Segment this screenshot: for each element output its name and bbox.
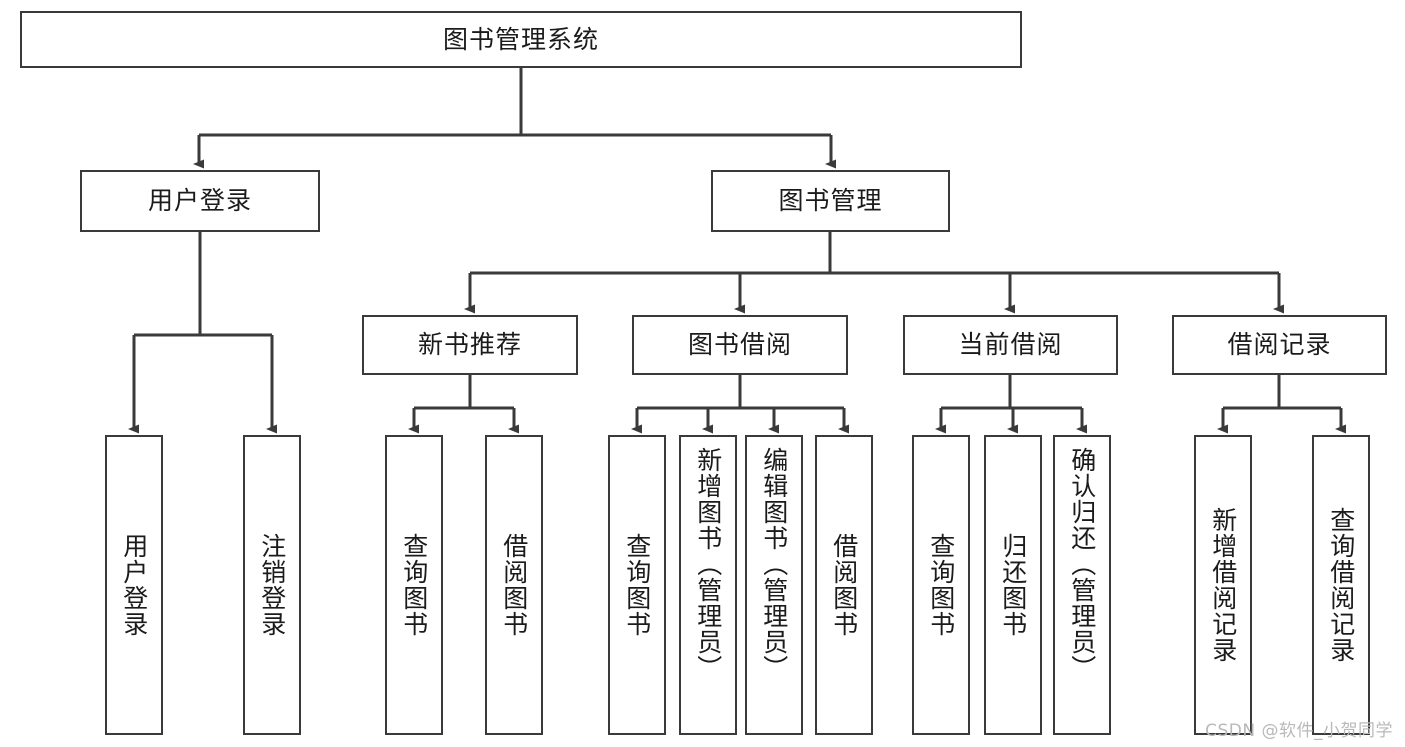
node-leaf-add-record-label: 新增借阅记录	[1208, 507, 1238, 663]
node-leaf-user-logout-label: 注销登录	[257, 533, 287, 637]
node-leaf-confirm-return-label: 确认归还（管理员）	[1067, 447, 1097, 681]
node-book-borrow[interactable]: 图书借阅	[632, 315, 848, 375]
node-leaf-user-logout[interactable]: 注销登录	[243, 435, 301, 735]
node-leaf-query-record-label: 查询借阅记录	[1326, 507, 1356, 663]
node-leaf-add-record[interactable]: 新增借阅记录	[1194, 435, 1252, 735]
node-leaf-user-login-label: 用户登录	[119, 533, 149, 637]
node-borrow-record[interactable]: 借阅记录	[1172, 315, 1387, 375]
node-leaf-borrow-book-1-label: 借阅图书	[499, 533, 529, 637]
node-leaf-borrow-book-2-label: 借阅图书	[829, 533, 859, 637]
node-leaf-return-book-label: 归还图书	[998, 533, 1028, 637]
node-leaf-add-book-label: 新增图书（管理员）	[693, 447, 723, 681]
node-leaf-return-book[interactable]: 归还图书	[984, 435, 1042, 735]
node-new-book-rec[interactable]: 新书推荐	[362, 315, 578, 375]
watermark-text: CSDN @软件_小贺同学	[1205, 721, 1393, 741]
node-leaf-query-record[interactable]: 查询借阅记录	[1312, 435, 1370, 735]
node-user-login[interactable]: 用户登录	[80, 170, 320, 232]
node-leaf-edit-book-label: 编辑图书（管理员）	[759, 447, 789, 681]
node-user-login-label: 用户登录	[147, 186, 252, 216]
node-current-borrow[interactable]: 当前借阅	[903, 315, 1118, 375]
node-book-borrow-label: 图书借阅	[687, 330, 792, 360]
node-leaf-edit-book[interactable]: 编辑图书（管理员）	[745, 435, 803, 735]
node-leaf-add-book[interactable]: 新增图书（管理员）	[679, 435, 737, 735]
node-new-book-rec-label: 新书推荐	[417, 330, 522, 360]
node-leaf-borrow-book-2[interactable]: 借阅图书	[815, 435, 873, 735]
node-book-manage-label: 图书管理	[778, 186, 883, 216]
node-leaf-query-book-1-label: 查询图书	[399, 533, 429, 637]
node-root-label: 图书管理系统	[442, 24, 599, 54]
node-leaf-query-book-1[interactable]: 查询图书	[385, 435, 443, 735]
node-leaf-query-book-3-label: 查询图书	[926, 533, 956, 637]
node-borrow-record-label: 借阅记录	[1227, 330, 1332, 360]
node-leaf-user-login[interactable]: 用户登录	[105, 435, 163, 735]
node-current-borrow-label: 当前借阅	[958, 330, 1063, 360]
node-leaf-query-book-2[interactable]: 查询图书	[608, 435, 666, 735]
node-root[interactable]: 图书管理系统	[20, 11, 1022, 68]
node-leaf-borrow-book-1[interactable]: 借阅图书	[485, 435, 543, 735]
node-leaf-confirm-return[interactable]: 确认归还（管理员）	[1053, 435, 1111, 735]
node-book-manage[interactable]: 图书管理	[711, 170, 950, 232]
node-leaf-query-book-2-label: 查询图书	[622, 533, 652, 637]
node-leaf-query-book-3[interactable]: 查询图书	[912, 435, 970, 735]
